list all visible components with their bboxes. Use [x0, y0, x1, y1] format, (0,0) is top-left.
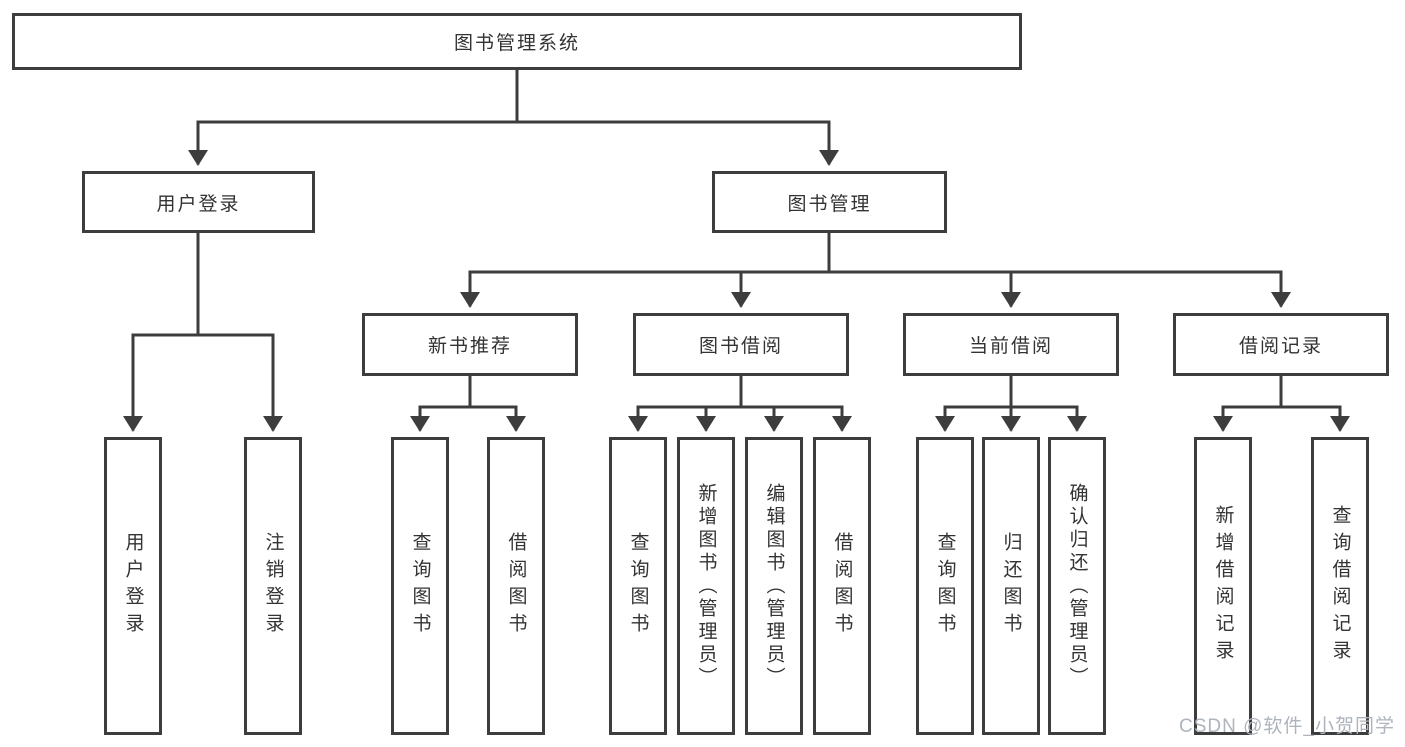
connector-user-login-to-leaves	[123, 231, 283, 432]
connector-book-borrow-to-leaves	[628, 374, 852, 432]
leaf-query-borrow-record-label: 查询借阅记录	[1329, 505, 1351, 667]
node-user-login: 用户登录	[82, 171, 315, 233]
leaf-logout: 注销登录	[244, 437, 302, 735]
leaf-newbook-borrow-books: 借阅图书	[487, 437, 545, 735]
node-book-management: 图书管理	[712, 171, 947, 233]
leaf-user-login-label: 用户登录	[122, 532, 144, 640]
node-borrow-records: 借阅记录	[1173, 313, 1389, 376]
node-borrow-records-label: 借阅记录	[1238, 336, 1323, 357]
leaf-add-book-admin: 新增图书（管理员）	[677, 437, 735, 735]
leaf-user-login: 用户登录	[104, 437, 162, 735]
leaf-return-books-label: 归还图书	[1000, 532, 1022, 640]
connector-book-management-to-level3	[460, 231, 1291, 308]
leaf-query-borrow-record: 查询借阅记录	[1311, 437, 1369, 735]
leaf-borrow-query-books: 查询图书	[609, 437, 667, 735]
node-new-book-recommend: 新书推荐	[362, 313, 578, 376]
leaf-borrow-query-books-label: 查询图书	[627, 532, 649, 640]
leaf-current-query-books: 查询图书	[916, 437, 974, 735]
node-current-borrow-label: 当前借阅	[968, 336, 1053, 357]
node-user-login-label: 用户登录	[156, 193, 241, 215]
leaf-confirm-return-admin-label: 确认归还（管理员）	[1066, 482, 1088, 690]
node-root-label: 图书管理系统	[453, 33, 580, 54]
connector-current-borrow-to-leaves	[935, 374, 1087, 432]
leaf-newbook-query-books-label: 查询图书	[409, 532, 431, 640]
connector-borrow-record-to-leaves	[1213, 374, 1350, 432]
csdn-watermark: CSDN @软件_小贺同学	[1179, 716, 1395, 737]
leaf-newbook-query-books: 查询图书	[391, 437, 449, 735]
leaf-edit-book-admin-label: 编辑图书（管理员）	[763, 482, 785, 690]
leaf-add-borrow-record-label: 新增借阅记录	[1212, 505, 1234, 667]
leaf-logout-label: 注销登录	[262, 532, 284, 640]
leaf-borrow-borrow-books-label: 借阅图书	[831, 532, 853, 640]
leaf-current-query-books-label: 查询图书	[934, 532, 956, 640]
leaf-edit-book-admin: 编辑图书（管理员）	[745, 437, 803, 735]
leaf-newbook-borrow-books-label: 借阅图书	[505, 532, 527, 640]
leaf-add-book-admin-label: 新增图书（管理员）	[695, 482, 717, 690]
connector-root-to-level2	[188, 68, 839, 166]
leaf-confirm-return-admin: 确认归还（管理员）	[1048, 437, 1106, 735]
node-root-system: 图书管理系统	[12, 13, 1022, 70]
node-new-book-recommend-label: 新书推荐	[427, 336, 512, 357]
leaf-borrow-borrow-books: 借阅图书	[813, 437, 871, 735]
connector-new-book-to-leaves	[410, 374, 526, 432]
node-current-borrow: 当前借阅	[903, 313, 1119, 376]
node-book-borrow-label: 图书借阅	[698, 336, 783, 357]
leaf-return-books: 归还图书	[982, 437, 1040, 735]
leaf-add-borrow-record: 新增借阅记录	[1194, 437, 1252, 735]
node-book-borrow: 图书借阅	[633, 313, 849, 376]
node-book-management-label: 图书管理	[787, 193, 872, 215]
